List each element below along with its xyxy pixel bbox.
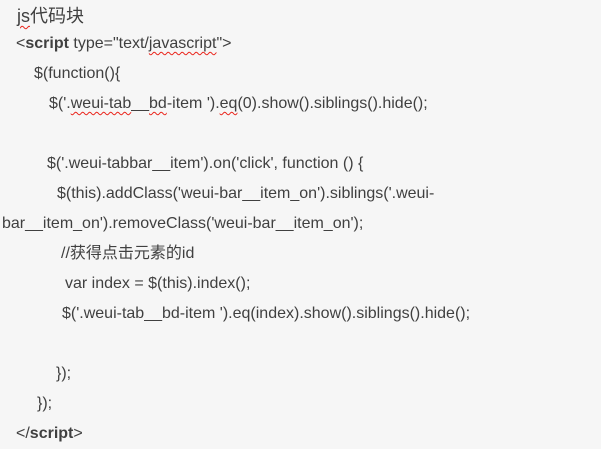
code-text: -item ').	[166, 95, 220, 112]
code-text: $('.weui-tab__bd-item ').eq(index).show(…	[62, 305, 471, 322]
code-line: //获得点击元素的id	[61, 239, 194, 269]
code-line: $('.weui-tab__bd-item ').eq(0).show().si…	[49, 89, 428, 119]
code-line: $('.weui-tab__bd-item ').eq(index).show(…	[62, 299, 470, 329]
misspelled-word: javascript	[148, 35, 217, 52]
code-text: >	[73, 425, 83, 442]
title-text: 代码块	[30, 6, 84, 26]
code-text: $(this).addClass('weui-bar__item_on').si…	[57, 185, 435, 202]
code-text: type="text/	[68, 35, 149, 52]
code-line: $('.weui-tabbar__item').on('click', func…	[47, 149, 363, 179]
misspelled-word: eq	[219, 95, 238, 112]
code-line: var index = $(this).index();	[65, 269, 250, 299]
code-line: $(function(){	[34, 59, 120, 89]
misspelled-word: bd	[149, 95, 167, 112]
tag-name-text: script	[25, 35, 69, 52]
code-line: <script type="text/javascript">	[16, 29, 231, 59]
code-text: var index = $(this).index();	[65, 275, 251, 292]
code-line: });	[56, 359, 71, 389]
code-line: $(this).addClass('weui-bar__item_on').si…	[57, 179, 434, 209]
code-text: (0).show().siblings().hide();	[237, 95, 428, 112]
code-text: //获得点击元素的id	[61, 245, 195, 262]
code-text: $(function(){	[34, 65, 121, 82]
code-text: <	[16, 35, 26, 52]
code-text: $('.weui-tabbar__item').on('click', func…	[47, 155, 364, 172]
tag-name-text: script	[29, 425, 74, 442]
code-text: });	[56, 365, 72, 382]
code-line: });	[37, 389, 52, 419]
code-line: </script>	[16, 419, 83, 449]
page-title: js代码块	[17, 3, 84, 29]
code-text: </	[16, 425, 30, 442]
code-text: $('.	[49, 95, 71, 112]
code-line: bar__item_on').removeClass('weui-bar__it…	[2, 209, 363, 239]
code-text: __	[131, 95, 150, 112]
code-text: });	[37, 395, 53, 412]
misspelled-word: weui-tab	[70, 95, 132, 112]
title-misspelled-word: js	[17, 6, 30, 26]
code-text: bar__item_on').removeClass('weui-bar__it…	[2, 215, 364, 232]
code-text: ">	[216, 35, 232, 52]
